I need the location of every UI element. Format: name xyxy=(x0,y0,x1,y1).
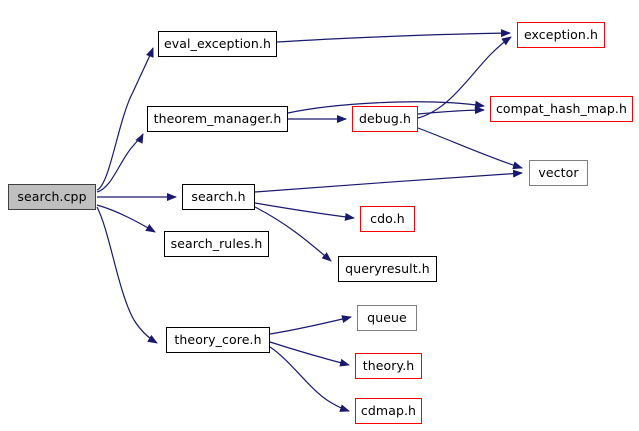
edge-theory_core-to-cdmap_h xyxy=(269,346,350,412)
edge-paths xyxy=(96,29,523,412)
node-search_rules[interactable]: search_rules.h xyxy=(164,231,269,257)
node-search_h[interactable]: search.h xyxy=(182,184,255,210)
edge-debug_h-to-compat_hash_map xyxy=(417,106,485,115)
edge-search_cpp-to-search_rules xyxy=(96,204,156,233)
node-queryresult[interactable]: queryresult.h xyxy=(338,256,437,282)
node-queue[interactable]: queue xyxy=(357,305,417,331)
edge-search_cpp-to-theory_core xyxy=(96,206,158,344)
node-exception_h[interactable]: exception.h xyxy=(517,22,605,48)
node-theory_core[interactable]: theory_core.h xyxy=(166,327,270,353)
edge-search_h-to-cdo_h xyxy=(254,202,355,221)
edge-theory_core-to-queue xyxy=(269,315,352,335)
edge-eval_exception-to-exception_h xyxy=(276,29,511,43)
edge-debug_h-to-vector xyxy=(417,127,523,170)
edge-theory_core-to-theory_h xyxy=(269,341,350,367)
edge-debug_h-to-exception_h xyxy=(417,36,512,119)
edge-search_cpp-to-eval_exception xyxy=(96,47,154,191)
node-cdo_h[interactable]: cdo.h xyxy=(360,206,415,232)
node-debug_h[interactable]: debug.h xyxy=(352,106,418,132)
edge-search_h-to-queryresult xyxy=(254,206,332,262)
edge-search_cpp-to-theorem_manager xyxy=(96,133,144,193)
node-theorem_manager[interactable]: theorem_manager.h xyxy=(147,106,288,132)
edge-theorem_manager-to-compat_hash_map xyxy=(287,100,485,114)
node-eval_exception[interactable]: eval_exception.h xyxy=(158,31,277,57)
node-cdmap_h[interactable]: cdmap.h xyxy=(355,398,422,424)
node-search_cpp[interactable]: search.cpp xyxy=(8,184,96,210)
node-vector[interactable]: vector xyxy=(529,160,588,186)
node-compat_hash_map[interactable]: compat_hash_map.h xyxy=(490,96,633,122)
edge-search_h-to-vector xyxy=(254,169,523,193)
node-theory_h[interactable]: theory.h xyxy=(355,353,422,379)
